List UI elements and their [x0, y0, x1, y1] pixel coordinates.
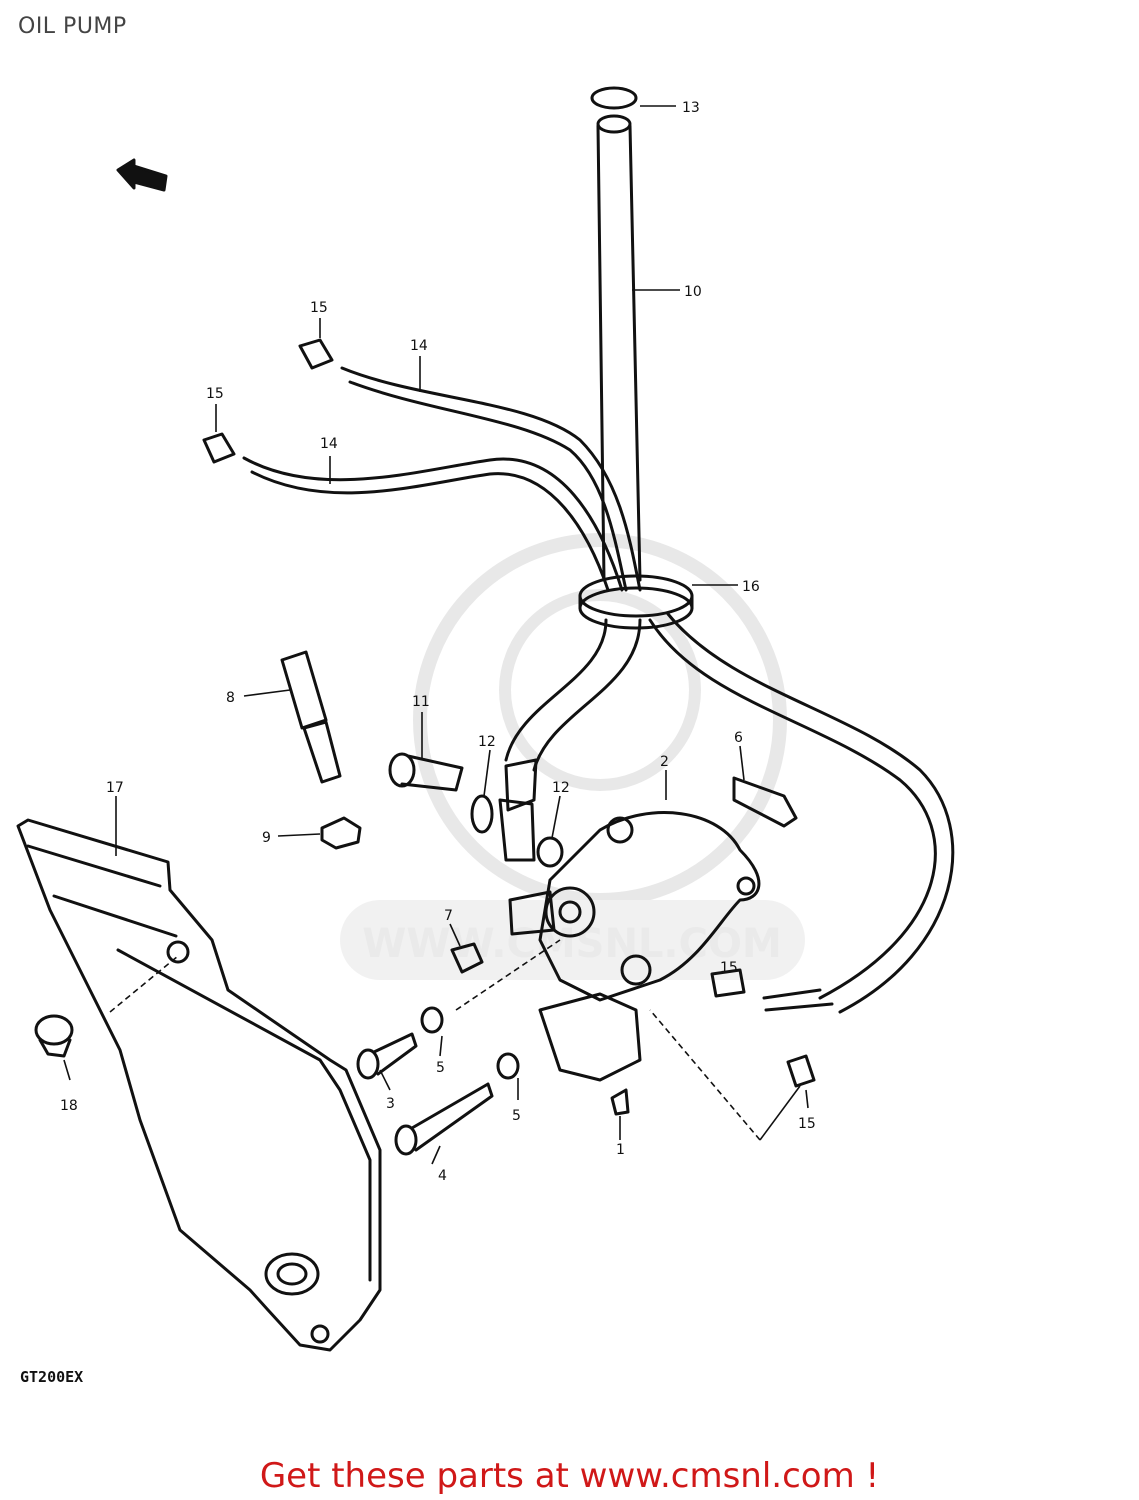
callout-5b: 5	[512, 1108, 521, 1124]
part-15-cap-a	[298, 338, 334, 370]
part-14-hose-lower	[242, 456, 624, 592]
model-code: GT200EX	[20, 1368, 84, 1386]
callout-17: 17	[106, 780, 124, 796]
callout-15c: 15	[720, 960, 738, 976]
pump-outlet-hose	[648, 612, 955, 1014]
watermark-text: WWW.CMSNL.COM	[362, 921, 782, 967]
part-12-washer-a	[470, 794, 494, 834]
callout-8: 8	[226, 690, 235, 706]
part-8-adjuster	[280, 650, 342, 784]
part-6-plate	[732, 776, 798, 828]
part-18-bolt	[34, 1014, 74, 1058]
pump-inlet-hose	[504, 618, 642, 772]
part-7-cap	[450, 942, 484, 974]
page-title: OIL PUMP	[18, 14, 127, 39]
callout-7: 7	[444, 908, 453, 924]
part-2-oil-pump	[508, 811, 761, 1082]
part-17-cover	[16, 818, 382, 1352]
part-4-screw	[394, 1082, 494, 1156]
callout-6: 6	[734, 730, 743, 746]
part-3-screw	[356, 1032, 418, 1080]
part-9-nut	[320, 816, 362, 850]
callout-13: 13	[682, 100, 700, 116]
callout-9: 9	[262, 830, 271, 846]
callout-15d: 15	[798, 1116, 816, 1132]
part-15-cap-d	[786, 1054, 816, 1088]
callout-10: 10	[684, 284, 702, 300]
callout-11: 11	[412, 694, 430, 710]
callout-14b: 14	[320, 436, 338, 452]
part-10-pipe	[596, 124, 642, 582]
part-15-cap-b	[202, 432, 236, 464]
front-arrow-icon	[116, 158, 168, 192]
promo-link[interactable]: Get these parts at www.cmsnl.com !	[259, 1456, 880, 1496]
callout-2: 2	[660, 754, 669, 770]
callout-4: 4	[438, 1168, 447, 1184]
callout-1: 1	[616, 1142, 625, 1158]
callout-3: 3	[386, 1096, 395, 1112]
part-13-cap	[590, 86, 638, 110]
part-11-union-bolt	[388, 752, 464, 792]
part-5-washer-b	[496, 1052, 520, 1080]
watermark: WWW.CMSNL.COM	[340, 533, 805, 980]
callout-15b: 15	[206, 386, 224, 402]
callout-5a: 5	[436, 1060, 445, 1076]
callout-12a: 12	[478, 734, 496, 750]
part-14-hose-upper	[340, 366, 642, 592]
callout-15a: 15	[310, 300, 328, 316]
callout-16: 16	[742, 579, 760, 595]
callout-18: 18	[60, 1098, 78, 1114]
part-12-washer-b	[536, 836, 564, 868]
part-1-screw	[610, 1088, 630, 1116]
part-5-washer-a	[420, 1006, 444, 1034]
callout-12b: 12	[552, 780, 570, 796]
callout-14a: 14	[410, 338, 428, 354]
